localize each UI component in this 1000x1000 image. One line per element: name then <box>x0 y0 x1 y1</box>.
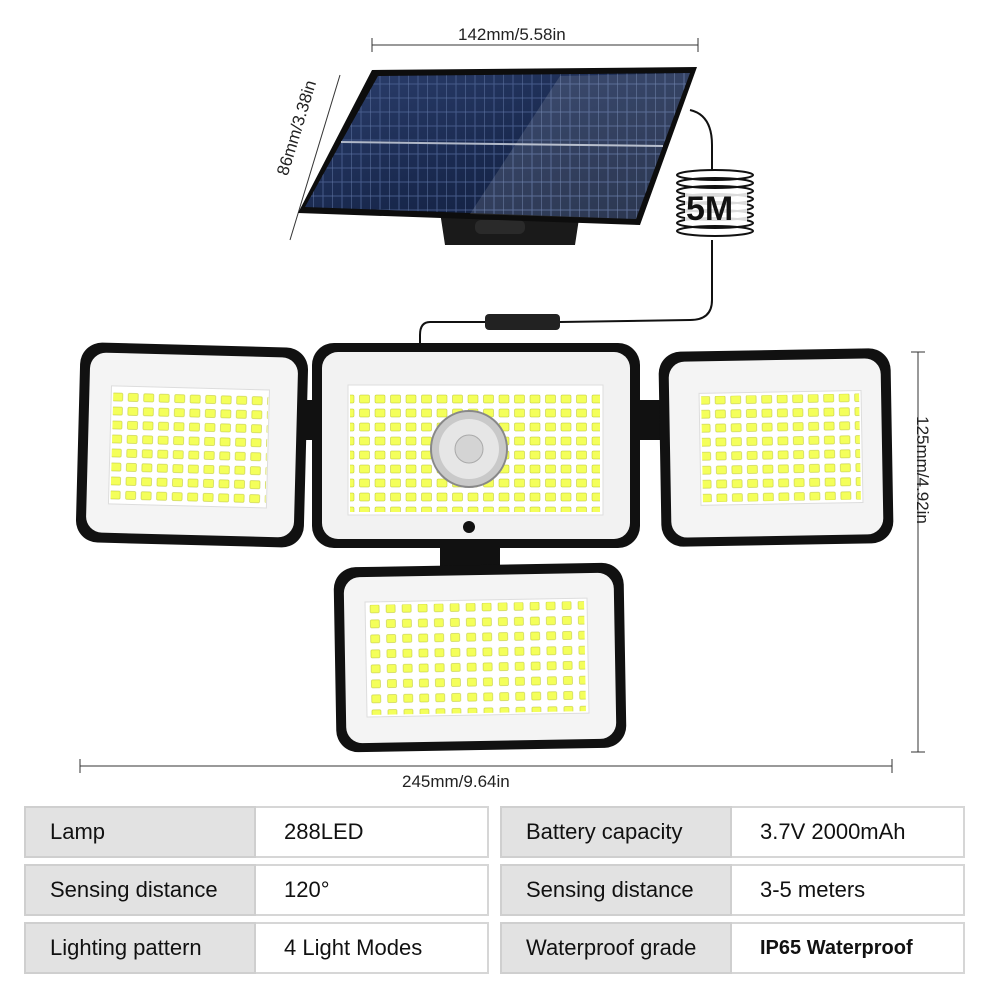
spec-label: Sensing distance <box>500 864 732 916</box>
spec-table-right: Battery capacity 3.7V 2000mAh Sensing di… <box>500 806 965 980</box>
spec-row: Sensing distance 3-5 meters <box>500 864 965 916</box>
panel-width-line <box>371 38 699 52</box>
light-height-label: 125mm/4.92in <box>912 416 932 524</box>
spec-label: Lighting pattern <box>24 922 256 974</box>
spec-value: 3.7V 2000mAh <box>732 806 965 858</box>
center-light-head <box>300 343 668 548</box>
cable <box>419 109 754 345</box>
spec-label: Waterproof grade <box>500 922 732 974</box>
bottom-light-head <box>333 540 627 753</box>
spec-value: 288LED <box>256 806 489 858</box>
spec-row: Lamp 288LED <box>24 806 489 858</box>
total-width-label: 245mm/9.64in <box>402 772 510 791</box>
spec-label: Sensing distance <box>24 864 256 916</box>
cable-length-label: 5M <box>686 190 734 228</box>
spec-row: Waterproof grade IP65 Waterproof <box>500 922 965 974</box>
total-width-line <box>79 759 893 773</box>
light-height-line <box>911 351 925 753</box>
spec-value: 3-5 meters <box>732 864 965 916</box>
solar-panel <box>298 67 697 245</box>
product-illustration <box>75 38 925 773</box>
spec-label: Battery capacity <box>500 806 732 858</box>
spec-row: Sensing distance 120° <box>24 864 489 916</box>
spec-row: Battery capacity 3.7V 2000mAh <box>500 806 965 858</box>
panel-width-label: 142mm/5.58in <box>458 25 566 44</box>
spec-value: 120° <box>256 864 489 916</box>
spec-value: 4 Light Modes <box>256 922 489 974</box>
right-light-head <box>658 348 894 547</box>
spec-table-left: Lamp 288LED Sensing distance 120° Lighti… <box>24 806 489 980</box>
spec-row: Lighting pattern 4 Light Modes <box>24 922 489 974</box>
left-light-head <box>75 342 309 548</box>
spec-value: IP65 Waterproof <box>732 922 965 974</box>
spec-label: Lamp <box>24 806 256 858</box>
cable-connector <box>485 314 560 330</box>
